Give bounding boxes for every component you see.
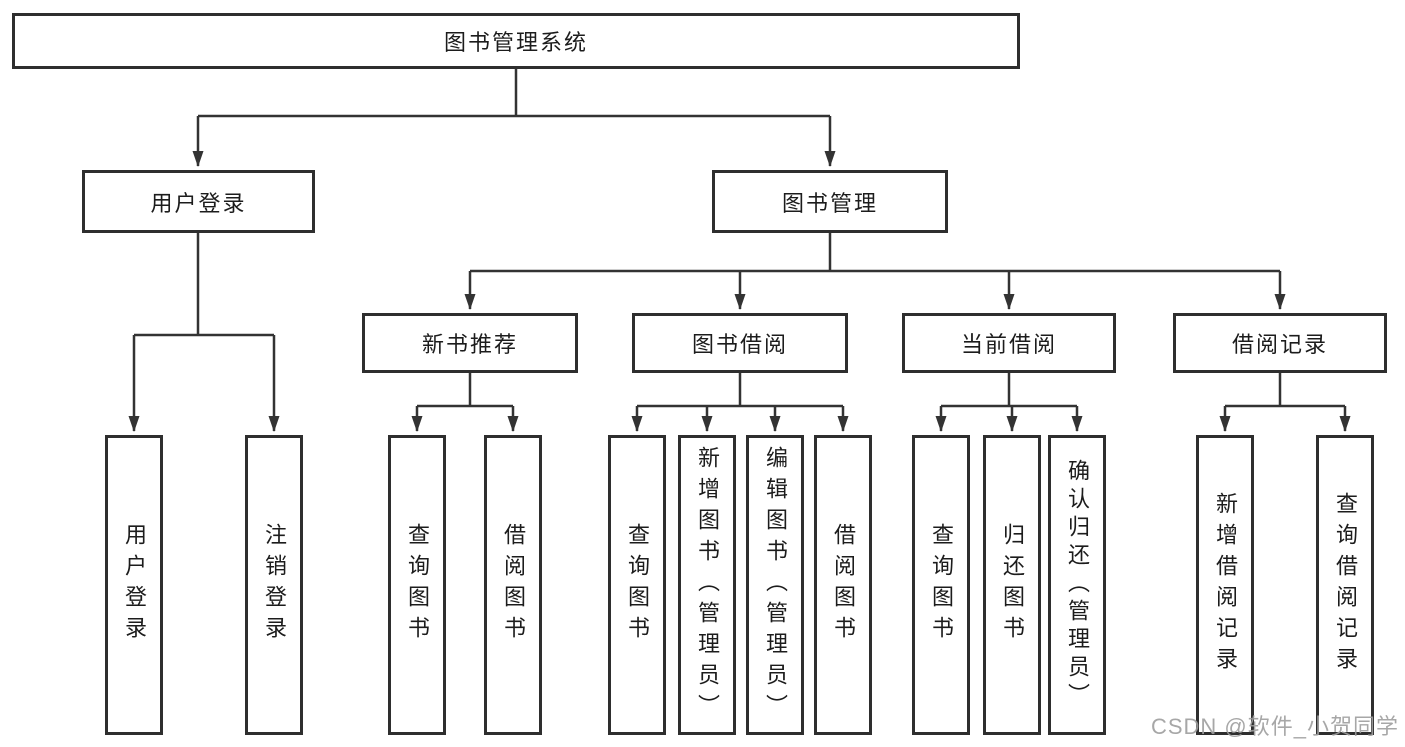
node-label: 当前借阅 [960, 332, 1057, 357]
node-label: 查询图书 [929, 523, 954, 647]
node-book-management: 图书管理 [712, 170, 948, 233]
node-label: 查询借阅记录 [1333, 492, 1358, 678]
node-label: 图书管理系统 [443, 30, 588, 55]
node-label: 新增借阅记录 [1213, 492, 1238, 678]
leaf-user-login: 用户登录 [105, 435, 163, 735]
node-label: 借阅图书 [501, 523, 526, 647]
node-label: 注销登录 [262, 523, 287, 647]
node-label: 新增图书（管理员） [695, 445, 720, 725]
node-current-borrow: 当前借阅 [902, 313, 1116, 373]
leaf-borrow-book-recommend: 借阅图书 [484, 435, 542, 735]
leaf-add-borrow-record: 新增借阅记录 [1196, 435, 1254, 735]
node-library-management-system: 图书管理系统 [12, 13, 1020, 69]
node-user-login: 用户登录 [82, 170, 315, 233]
node-label: 借阅记录 [1231, 332, 1328, 357]
node-book-borrow: 图书借阅 [632, 313, 848, 373]
node-label: 查询图书 [405, 523, 430, 647]
leaf-borrow-book: 借阅图书 [814, 435, 872, 735]
leaf-return-book: 归还图书 [983, 435, 1041, 735]
leaf-add-book-admin: 新增图书（管理员） [678, 435, 736, 735]
node-label: 归还图书 [1000, 523, 1025, 647]
node-label: 新书推荐 [421, 332, 518, 357]
node-label: 确认归还（管理员） [1065, 459, 1090, 711]
node-label: 编辑图书（管理员） [763, 445, 788, 725]
leaf-query-book-borrow: 查询图书 [608, 435, 666, 735]
leaf-confirm-return-admin: 确认归还（管理员） [1048, 435, 1106, 735]
node-label: 借阅图书 [831, 523, 856, 647]
node-new-book-recommend: 新书推荐 [362, 313, 578, 373]
node-label: 用户登录 [122, 523, 147, 647]
leaf-query-book-current: 查询图书 [912, 435, 970, 735]
leaf-logout: 注销登录 [245, 435, 303, 735]
leaf-query-borrow-record: 查询借阅记录 [1316, 435, 1374, 735]
node-borrow-records: 借阅记录 [1173, 313, 1387, 373]
node-label: 图书借阅 [691, 332, 788, 357]
node-label: 用户登录 [150, 190, 247, 216]
node-label: 图书管理 [781, 190, 878, 216]
node-label: 查询图书 [625, 523, 650, 647]
leaf-edit-book-admin: 编辑图书（管理员） [746, 435, 804, 735]
leaf-query-book-recommend: 查询图书 [388, 435, 446, 735]
